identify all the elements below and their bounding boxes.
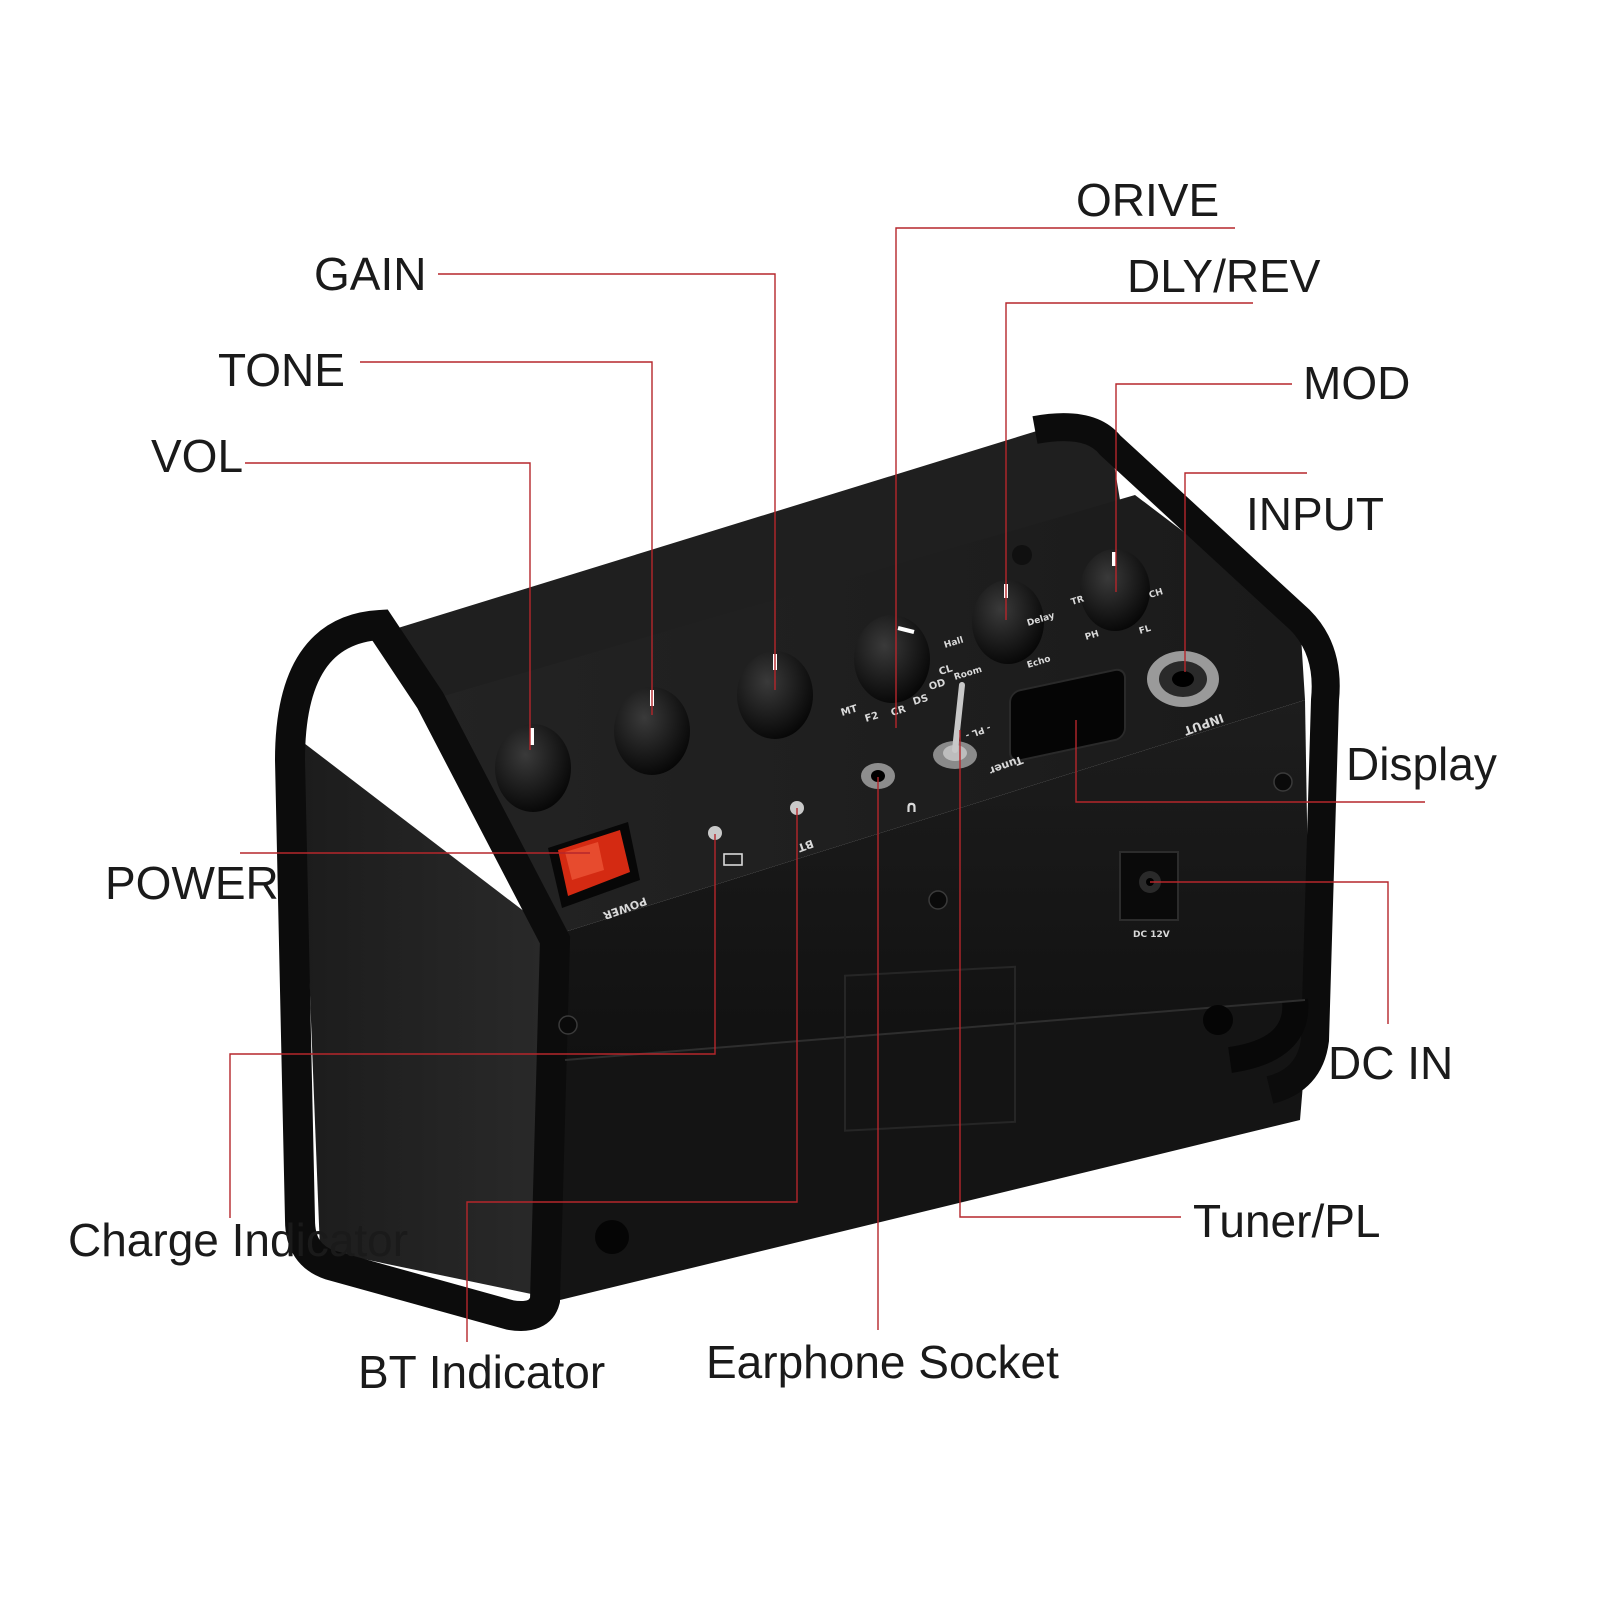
label-mod: MOD xyxy=(1303,357,1410,409)
label-display: Display xyxy=(1346,738,1497,790)
leader-mod xyxy=(1115,383,1292,592)
callout-labels: ORIVE GAIN DLY/REV TONE MOD VOL INPUT Di… xyxy=(68,174,1497,1398)
leader-vol xyxy=(245,462,531,750)
left-side xyxy=(300,740,560,1300)
leader-tone xyxy=(360,361,653,715)
leader-bt-indicator xyxy=(466,808,798,1342)
label-earphone-socket: Earphone Socket xyxy=(706,1336,1059,1388)
front-face xyxy=(555,700,1310,1060)
tuner-pl-toggle[interactable] xyxy=(933,682,977,769)
leader-lines xyxy=(229,227,1425,1342)
od-mode-ds: DS xyxy=(912,693,930,708)
display-screen xyxy=(1009,668,1126,762)
power-switch[interactable] xyxy=(548,822,640,908)
battery-icon xyxy=(723,853,743,866)
screw xyxy=(558,1015,578,1035)
label-dc-in: DC IN xyxy=(1328,1037,1453,1089)
amp-body xyxy=(274,413,1340,1331)
mod-mode-fl: FL xyxy=(1138,624,1153,637)
mod-mode-ph: PH xyxy=(1084,629,1100,643)
label-power: POWER xyxy=(105,857,279,909)
mod-mode-ch: CH xyxy=(1148,587,1164,601)
label-tone: TONE xyxy=(218,344,345,396)
leader-input xyxy=(1184,472,1307,672)
label-vol: VOL xyxy=(151,430,243,482)
right-bumper xyxy=(1032,413,1340,1104)
od-mode-f2: F2 xyxy=(864,710,880,725)
side-hole xyxy=(595,1220,629,1254)
label-charge-indicator: Charge Indicator xyxy=(68,1214,408,1266)
mod-mode-tr: TR xyxy=(1070,594,1085,607)
label-input: INPUT xyxy=(1246,488,1384,540)
screw xyxy=(928,890,948,910)
od-mode-mt: MT xyxy=(840,703,859,718)
front-hole xyxy=(1203,1005,1233,1035)
vol-knob[interactable] xyxy=(495,724,571,812)
label-bt-indicator: BT Indicator xyxy=(358,1346,605,1398)
battery-cover xyxy=(844,965,1016,1132)
leader-orive xyxy=(895,227,1235,728)
leader-charge-indicator xyxy=(229,834,716,1218)
input-jack[interactable] xyxy=(1147,651,1219,707)
label-gain: GAIN xyxy=(314,248,426,300)
headphone-icon: ∩ xyxy=(905,797,918,816)
dc-jack[interactable] xyxy=(1119,851,1179,921)
overdrive-knob[interactable] xyxy=(854,615,930,703)
leader-tuner-pl xyxy=(959,730,1181,1218)
knobs xyxy=(495,549,1150,812)
label-dly-rev: DLY/REV xyxy=(1127,250,1321,302)
bt-panel-label: BT xyxy=(795,837,815,855)
leader-dc-in xyxy=(1150,881,1389,1024)
right-lower-bumper xyxy=(1227,998,1309,1073)
earphone-socket[interactable] xyxy=(861,763,895,789)
left-bumper xyxy=(274,609,571,1331)
od-mode-cr: CR xyxy=(890,704,908,719)
label-orive: ORIVE xyxy=(1076,174,1219,226)
od-mode-cl: CL xyxy=(938,663,955,678)
mod-knob[interactable] xyxy=(1080,549,1150,631)
leader-display xyxy=(1075,720,1425,803)
front-lower xyxy=(555,1000,1310,1300)
od-mode-od: OD xyxy=(928,677,947,692)
leader-dly-rev xyxy=(1005,302,1253,620)
top-back-strip xyxy=(385,430,1120,700)
dc-panel-label: DC 12V xyxy=(1133,930,1170,940)
charge-led xyxy=(708,826,722,840)
leader-gain xyxy=(438,273,776,690)
screw xyxy=(1273,772,1293,792)
label-tuner-pl: Tuner/PL xyxy=(1193,1195,1381,1247)
